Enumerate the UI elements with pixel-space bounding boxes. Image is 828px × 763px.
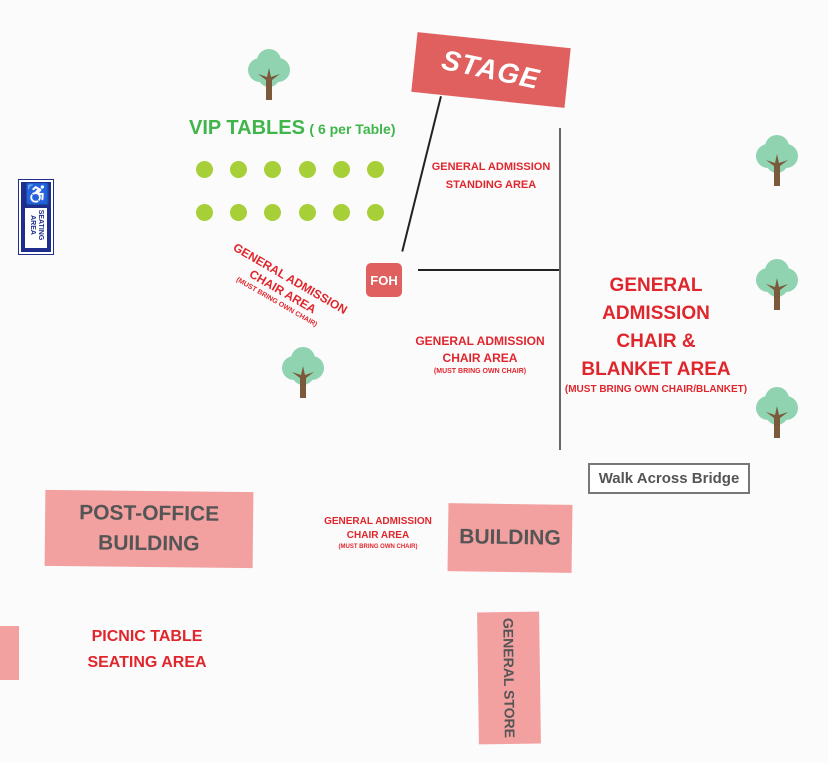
chair-lower-line2: CHAIR AREA [346, 530, 410, 541]
stage: STAGE [411, 32, 571, 108]
stage-label: STAGE [439, 44, 543, 96]
tree-icon [282, 347, 324, 398]
tree-icon [756, 259, 798, 310]
standing-line2: STANDING AREA [445, 179, 537, 191]
chair-lower-line3: (MUST BRING OWN CHAIR) [338, 544, 418, 550]
accessible-line1: SEATING [37, 209, 44, 241]
picnic-line2: SEATING AREA [87, 654, 207, 671]
general-store: GENERAL STORE [477, 611, 541, 745]
vip-table [298, 161, 316, 178]
area-divider-line [559, 128, 561, 450]
standing-area-label: GENERAL ADMISSION STANDING AREA [420, 158, 562, 194]
post-office-building: POST-OFFICE BUILDING [44, 489, 254, 569]
vip-title: VIP TABLES ( 6 per Table) [189, 117, 396, 140]
edge-building [0, 626, 19, 680]
building: BUILDING [447, 503, 573, 573]
chair-center-line3: (MUST BRING OWN CHAIR) [433, 368, 527, 375]
accessible-line2: AREA [29, 215, 36, 235]
foh-divider-line [418, 269, 560, 271]
vip-note: ( 6 per Table) [309, 121, 396, 137]
chair-area-lower-label: GENERAL ADMISSION CHAIR AREA (MUST BRING… [318, 515, 438, 551]
bridge-label: Walk Across Bridge [598, 470, 740, 487]
picnic-line1: PICNIC TABLE [91, 628, 203, 645]
chair-lower-line1: GENERAL ADMISSION [324, 516, 432, 527]
blanket-line4: (MUST BRING OWN CHAIR/BLANKET) [564, 384, 748, 395]
chair-blanket-area-label: GENERAL ADMISSION CHAIR & BLANKET AREA (… [563, 272, 749, 396]
vip-table [264, 161, 282, 178]
foh-label: FOH [370, 272, 398, 288]
tree-icon [756, 387, 798, 438]
wheelchair-icon: ♿ [25, 184, 50, 206]
vip-table [230, 161, 248, 178]
building-label: BUILDING [459, 525, 561, 550]
vip-table [264, 204, 282, 221]
vip-table [332, 204, 350, 221]
general-store-label: GENERAL STORE [500, 617, 518, 739]
chair-center-line1: GENERAL ADMISSION [415, 334, 545, 348]
vip-table [332, 161, 350, 178]
vip-table [230, 204, 248, 221]
foh-box: FOH [366, 263, 402, 297]
chair-center-line2: CHAIR AREA [442, 351, 518, 365]
blanket-line3: BLANKET AREA [581, 359, 731, 380]
vip-table [367, 204, 384, 221]
chair-area-center-label: GENERAL ADMISSION CHAIR AREA (MUST BRING… [405, 333, 555, 376]
chair-area-left-label: GENERAL ADMISSION CHAIR AREA (MUST BRING… [214, 238, 355, 342]
blanket-line2: CHAIR & [616, 331, 696, 352]
blanket-line1: GENERAL ADMISSION [602, 275, 710, 324]
vip-table [196, 204, 213, 221]
tree-icon [248, 49, 290, 100]
standing-line1: GENERAL ADMISSION [431, 161, 551, 173]
vip-table [196, 161, 213, 178]
vip-title-text: VIP TABLES [189, 117, 305, 139]
post-office-line2: BUILDING [97, 531, 200, 556]
vip-table [367, 161, 384, 178]
post-office-line1: POST-OFFICE [79, 501, 220, 526]
accessible-seating-sign: ♿ SEATING AREA [19, 180, 53, 254]
tree-icon [756, 135, 798, 186]
vip-table [298, 204, 316, 221]
walk-across-bridge-sign: Walk Across Bridge [588, 463, 750, 494]
picnic-area-label: PICNIC TABLE SEATING AREA [80, 624, 214, 676]
